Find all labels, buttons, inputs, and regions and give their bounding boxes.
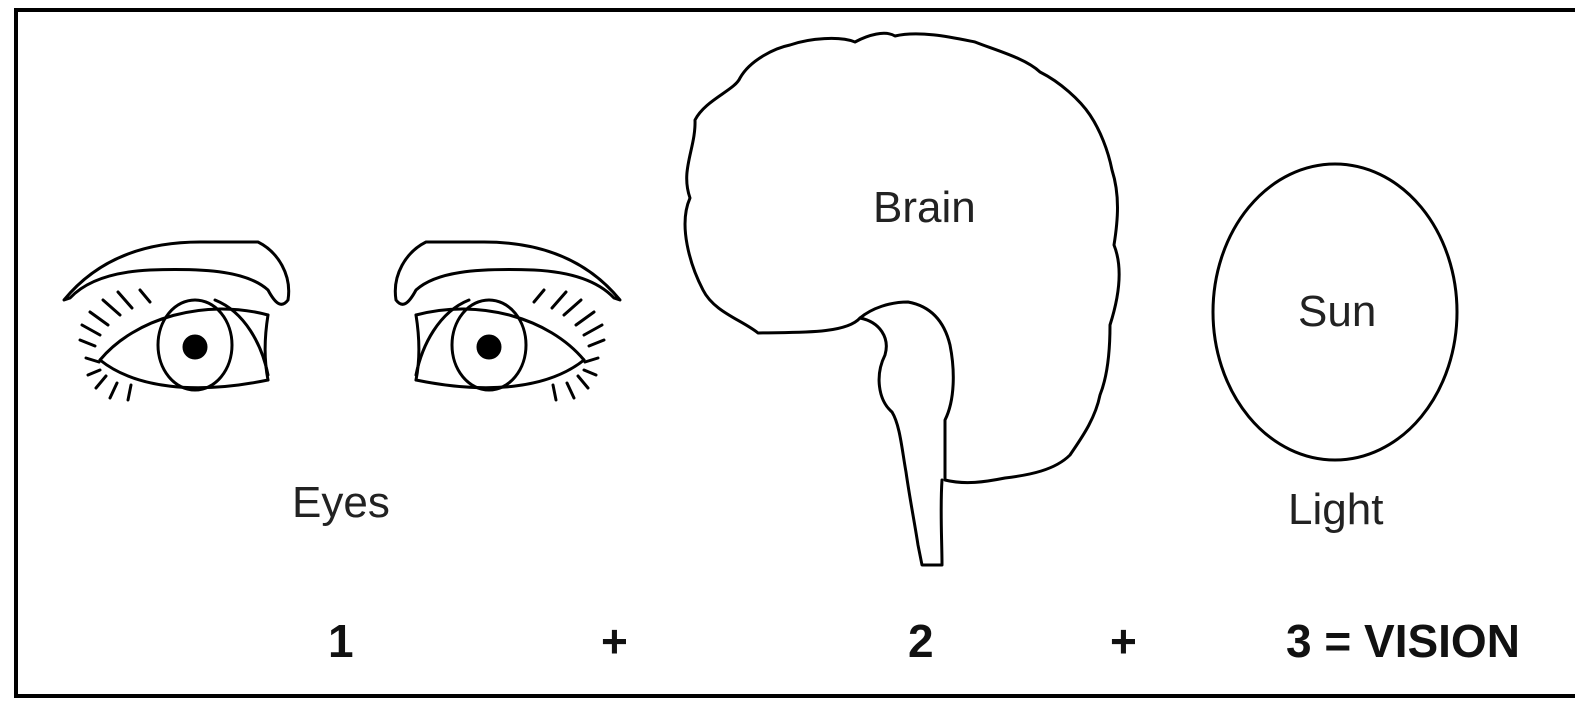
eyes-label: Eyes <box>292 481 390 525</box>
plus-sign-2: + <box>1110 618 1137 664</box>
eye-icon <box>395 242 620 400</box>
equation-result: 3 = VISION <box>1286 618 1520 664</box>
light-label: Light <box>1288 488 1383 532</box>
eye-icon <box>64 242 289 400</box>
term-2: 2 <box>908 618 934 664</box>
brain-label: Brain <box>873 186 976 230</box>
plus-sign-1: + <box>601 618 628 664</box>
term-1: 1 <box>328 618 354 664</box>
brain-icon <box>685 33 1119 565</box>
sun-label: Sun <box>1298 290 1376 334</box>
